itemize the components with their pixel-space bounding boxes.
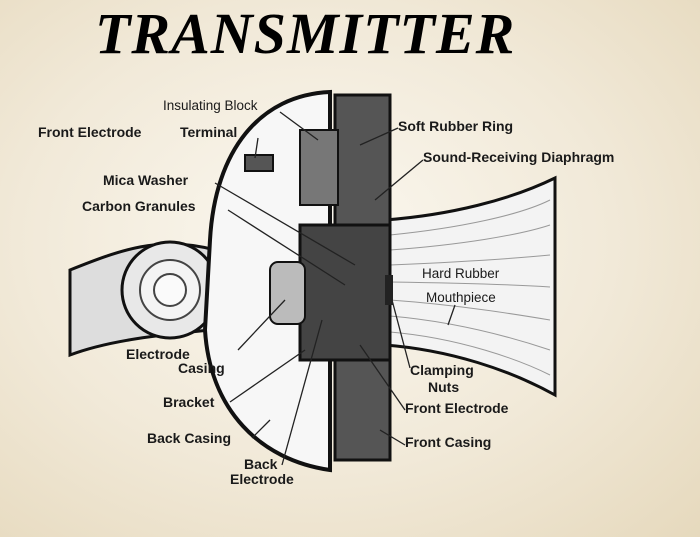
label-front-electrode-terminal: Front Electrode — [38, 124, 142, 140]
terminal — [244, 154, 274, 172]
mouthpiece — [383, 175, 557, 398]
label-front-casing: Front Casing — [405, 434, 492, 450]
label-electrode: Electrode — [126, 346, 190, 362]
label-mica-washer: Mica Washer — [103, 172, 189, 188]
label-soft-rubber-ring: Soft Rubber Ring — [398, 118, 514, 134]
insulating-block — [299, 129, 339, 206]
label-casing: Casing — [178, 360, 225, 376]
label-back-electrode: Electrode — [230, 471, 294, 487]
label-hard-rubber: Hard Rubber — [422, 266, 500, 281]
label-front-electrode: Front Electrode — [405, 400, 509, 416]
page-title: TRANSMITTER — [95, 1, 516, 66]
label-bracket: Bracket — [163, 394, 215, 410]
label-insulating-block: Insulating Block — [163, 98, 258, 113]
label-nuts: Nuts — [428, 379, 460, 395]
back-casing — [202, 89, 332, 473]
electrode-casing — [269, 261, 306, 325]
label-carbon-granules: Carbon Granules — [82, 198, 196, 214]
label-mouthpiece: Mouthpiece — [426, 290, 496, 305]
label-back-casing: Back Casing — [147, 430, 232, 446]
label-terminal: Terminal — [180, 124, 238, 140]
label-clamping: Clamping — [410, 362, 474, 378]
label-back: Back — [244, 456, 278, 472]
leader-lines — [214, 111, 456, 466]
label-sound-receiving-diaphragm: Sound-Receiving Diaphragm — [423, 149, 615, 165]
